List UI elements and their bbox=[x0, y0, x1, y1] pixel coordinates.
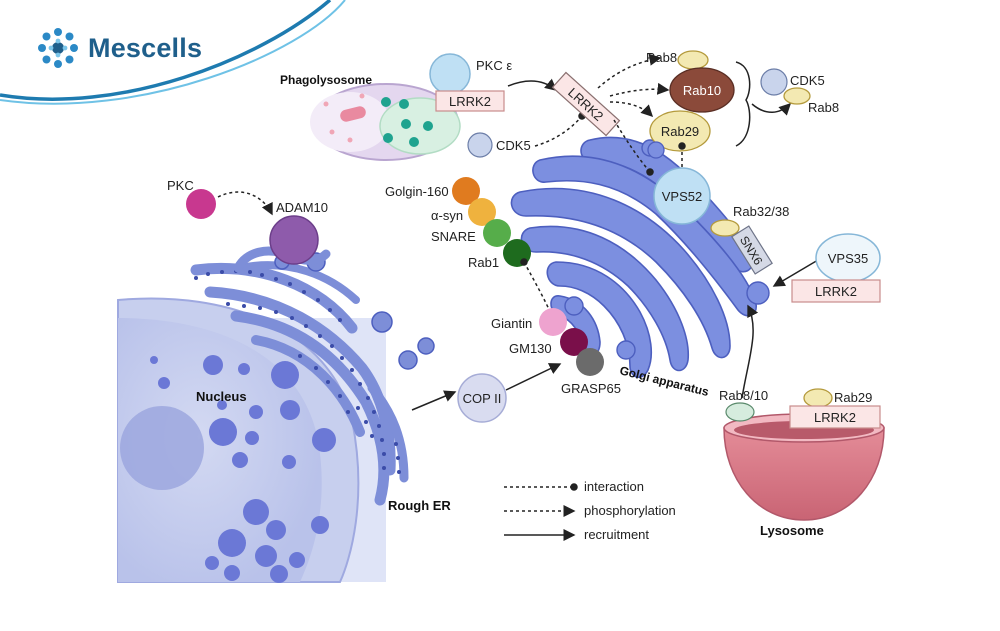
snare-protein bbox=[483, 219, 511, 247]
cdk5-left-label: CDK5 bbox=[496, 138, 531, 153]
rab8-right-protein bbox=[783, 87, 811, 105]
giantin-protein bbox=[539, 308, 567, 336]
cdk5-right-label: CDK5 bbox=[790, 73, 825, 88]
grasp65-protein bbox=[576, 348, 604, 376]
cdk5-left-protein bbox=[467, 132, 493, 158]
phagolysosome-label: Phagolysosome bbox=[280, 73, 372, 87]
phagolysosome bbox=[310, 83, 461, 161]
rab10-label: Rab10 bbox=[683, 83, 721, 98]
legend-interaction-label: interaction bbox=[584, 479, 644, 494]
rab1-protein bbox=[503, 239, 531, 267]
pkc-epsilon-label: PKC ε bbox=[476, 58, 512, 73]
ribosomes bbox=[194, 269, 401, 474]
gm130-label: GM130 bbox=[509, 341, 552, 356]
legend: interaction phosphorylation recruitment bbox=[504, 479, 676, 542]
lrrk2-top-box: LRRK2 bbox=[551, 71, 621, 137]
legend-recruitment-label: recruitment bbox=[584, 527, 649, 542]
cell-cluster-icon bbox=[38, 28, 78, 68]
rab29-lys-protein bbox=[803, 388, 833, 408]
adam10-protein bbox=[269, 215, 319, 265]
giantin-label: Giantin bbox=[491, 316, 532, 331]
rab32-38-label: Rab32/38 bbox=[733, 204, 789, 219]
brand-name: Mescells bbox=[88, 32, 203, 63]
vps35-recruit-arrow bbox=[772, 259, 819, 287]
snare-label: SNARE bbox=[431, 229, 476, 244]
adam10-label: ADAM10 bbox=[276, 200, 328, 215]
legend-phosphorylation-label: phosphorylation bbox=[584, 503, 676, 518]
header-arc bbox=[0, 0, 346, 105]
rab10-protein bbox=[669, 67, 735, 113]
rab29-lys-label: Rab29 bbox=[834, 390, 872, 405]
rab32-38-protein bbox=[710, 219, 740, 237]
lysosome-to-retromer-arrow bbox=[741, 304, 759, 399]
golgin160-protein bbox=[452, 177, 480, 205]
lysosome-label: Lysosome bbox=[760, 523, 824, 538]
rab29-top-protein bbox=[649, 110, 711, 152]
vps52-protein bbox=[653, 167, 711, 225]
pkc-protein bbox=[186, 189, 216, 219]
cdk5-lrrk2-interaction bbox=[534, 112, 586, 147]
rab1-label: Rab1 bbox=[468, 255, 499, 270]
golgi-label: Golgi apparatus bbox=[618, 363, 710, 399]
cdk5-right-protein bbox=[760, 68, 788, 96]
lrrk2-phospho-rab10 bbox=[609, 82, 670, 97]
lrrk2-phago-label: LRRK2 bbox=[449, 94, 491, 109]
rab-group-brace bbox=[735, 61, 751, 147]
lrrk2-vps35-label: LRRK2 bbox=[815, 284, 857, 299]
rab8-10-label: Rab8/10 bbox=[719, 388, 768, 403]
rab29-top-label: Rab29 bbox=[661, 124, 699, 139]
lrrk2-lys-box bbox=[789, 405, 881, 429]
pkc-epsilon-protein bbox=[429, 53, 471, 95]
vps35-label: VPS35 bbox=[828, 251, 868, 266]
rab8-right-label: Rab8 bbox=[808, 100, 839, 115]
cop2-label: COP II bbox=[463, 391, 502, 406]
lrrk2-lys-label: LRRK2 bbox=[814, 410, 856, 425]
golgi-apparatus bbox=[510, 136, 757, 378]
er-to-cop2-arrow bbox=[411, 390, 457, 411]
cop2-to-golgi-arrow bbox=[505, 363, 562, 391]
pkc-to-adam10-arrow bbox=[217, 191, 273, 216]
phago-to-lrrk2-arrow bbox=[507, 78, 558, 91]
rab29-vesicle bbox=[647, 141, 665, 159]
lrrk2-phospho-rab29 bbox=[609, 101, 654, 118]
lrrk2-phago-box bbox=[435, 90, 505, 112]
rab8-top-label: Rab8 bbox=[646, 50, 677, 65]
golgin160-label: Golgin-160 bbox=[385, 184, 449, 199]
rab8-10-protein bbox=[725, 402, 755, 422]
brand-logo: Mescells bbox=[36, 26, 202, 70]
rab8-top-protein bbox=[677, 50, 709, 70]
brace-to-cdk5-arrow bbox=[751, 102, 792, 116]
grasp65-label: GRASP65 bbox=[561, 381, 621, 396]
rough-er-label: Rough ER bbox=[388, 498, 451, 513]
lysosome bbox=[723, 413, 885, 521]
cop2-vesicle bbox=[457, 373, 507, 423]
lrrk2-vps35-box bbox=[791, 279, 881, 303]
retromer-vesicle bbox=[746, 281, 770, 305]
gm130-protein bbox=[560, 328, 588, 356]
lrrk2-phospho-rab8 bbox=[597, 53, 662, 89]
vps52-label: VPS52 bbox=[662, 189, 702, 204]
giantin-rab1-interaction bbox=[520, 258, 554, 319]
alpha-syn-label: α-syn bbox=[431, 208, 463, 223]
nucleus bbox=[118, 318, 336, 583]
pkc-label: PKC bbox=[167, 178, 194, 193]
nucleus-label: Nucleus bbox=[196, 389, 247, 404]
alpha-syn-protein bbox=[468, 198, 496, 226]
nucleolus bbox=[120, 406, 204, 490]
